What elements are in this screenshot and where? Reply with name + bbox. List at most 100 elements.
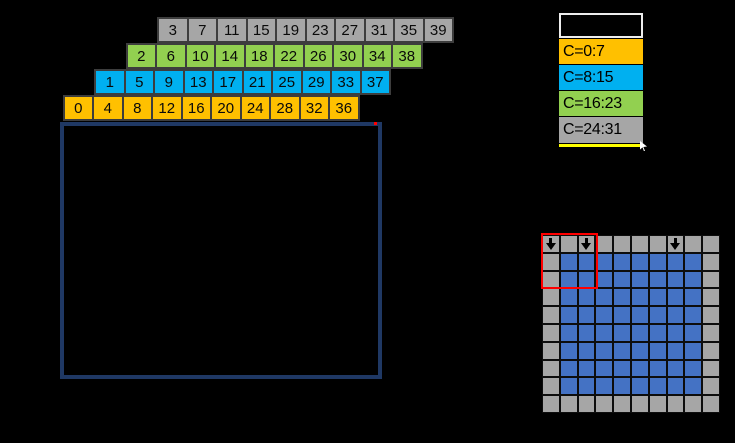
grid-cell	[630, 252, 649, 271]
grid-cell	[577, 377, 596, 396]
staircase-cell: 15	[245, 17, 277, 43]
staircase-cell: 5	[123, 69, 155, 95]
staircase-cell: 36	[328, 95, 360, 121]
grid-cell	[684, 235, 703, 253]
staircase-cell: 35	[393, 17, 425, 43]
staircase-cell: 21	[241, 69, 273, 95]
grid-cell	[684, 306, 703, 324]
grid-cell	[613, 377, 631, 396]
grid-cell	[702, 323, 720, 342]
grid-cell	[648, 377, 667, 396]
grid-cell	[648, 395, 667, 413]
red-anchor-dot	[374, 122, 377, 125]
staircase-cell: 32	[298, 95, 330, 121]
grid-cell	[648, 323, 667, 342]
grid-cell	[595, 359, 614, 378]
grid-cell	[702, 235, 720, 253]
grid-cell	[595, 323, 614, 342]
staircase-cell: 6	[155, 43, 187, 69]
staircase-cell: 4	[92, 95, 124, 121]
grid-cell	[595, 341, 614, 360]
grid-cell	[702, 341, 720, 360]
staircase-cell: 33	[330, 69, 362, 95]
grid-cell	[613, 306, 631, 324]
staircase-cell: 17	[212, 69, 244, 95]
legend-label: C=0:7	[563, 42, 605, 60]
grid-cell	[595, 270, 614, 289]
staircase-cell: 7	[186, 17, 218, 43]
staircase-cell: 9	[153, 69, 185, 95]
grid-cell	[666, 323, 685, 342]
legend-label: C=24:31	[563, 121, 622, 138]
grid-cell	[542, 377, 560, 396]
grid-cell	[613, 323, 631, 342]
grid-cell	[666, 341, 685, 360]
grid-cell	[577, 359, 596, 378]
staircase-cell: 3	[157, 17, 189, 43]
grid-cell	[666, 306, 685, 324]
grid-cell	[630, 377, 649, 396]
staircase-cell: 26	[302, 43, 334, 69]
staircase-cell: 39	[422, 17, 454, 43]
staircase-cell: 19	[275, 17, 307, 43]
grid-cell	[559, 377, 578, 396]
grid-cell	[630, 306, 649, 324]
grid-cell	[648, 341, 667, 360]
grid-cell	[684, 288, 703, 307]
grid-cell	[613, 270, 631, 289]
grid-cell	[702, 252, 720, 271]
staircase-cell: 20	[210, 95, 242, 121]
grid-cell	[666, 395, 685, 413]
staircase-cell: 31	[363, 17, 395, 43]
legend-item-c-24-31: C=24:31	[559, 117, 643, 143]
grid-cell	[559, 323, 578, 342]
grid-cell	[630, 341, 649, 360]
staircase-cell: 18	[243, 43, 275, 69]
legend-underline	[559, 144, 643, 147]
grid-cell	[577, 235, 596, 253]
down-arrow-icon	[581, 237, 592, 251]
grid-cell	[684, 359, 703, 378]
grid-cell	[666, 288, 685, 307]
staircase-cell: 28	[269, 95, 301, 121]
grid-cell	[577, 252, 596, 271]
grid-cell	[595, 235, 614, 253]
channel-map-rectangle	[60, 122, 382, 379]
grid-cell	[577, 341, 596, 360]
grid-cell	[630, 270, 649, 289]
staircase-cell: 29	[300, 69, 332, 95]
grid-cell	[684, 395, 703, 413]
grid-cell	[595, 306, 614, 324]
staircase-cell: 23	[304, 17, 336, 43]
grid-cell	[559, 359, 578, 378]
legend-label: C=16:23	[563, 94, 622, 112]
grid-cell	[577, 395, 596, 413]
staircase-cell: 27	[334, 17, 366, 43]
grid-cell	[542, 359, 560, 378]
highlight-box	[541, 233, 598, 289]
staircase-cell: 37	[359, 69, 391, 95]
staircase-cell: 34	[361, 43, 393, 69]
grid-cell	[613, 395, 631, 413]
grid-cell	[613, 359, 631, 378]
staircase-cell: 11	[216, 17, 248, 43]
grid-cell	[702, 359, 720, 378]
grid-cell	[702, 288, 720, 307]
grid-cell	[684, 270, 703, 289]
staircase-cell: 25	[271, 69, 303, 95]
grid-cell	[613, 235, 631, 253]
grid-cell	[648, 252, 667, 271]
grid-cell	[542, 341, 560, 360]
staircase-cell: 10	[184, 43, 216, 69]
staircase-cell: 14	[214, 43, 246, 69]
grid-cell	[684, 252, 703, 271]
grid-cell	[577, 306, 596, 324]
grid-cell	[648, 306, 667, 324]
grid-cell	[702, 395, 720, 413]
mouse-cursor-icon	[640, 141, 647, 151]
grid-cell	[595, 288, 614, 307]
